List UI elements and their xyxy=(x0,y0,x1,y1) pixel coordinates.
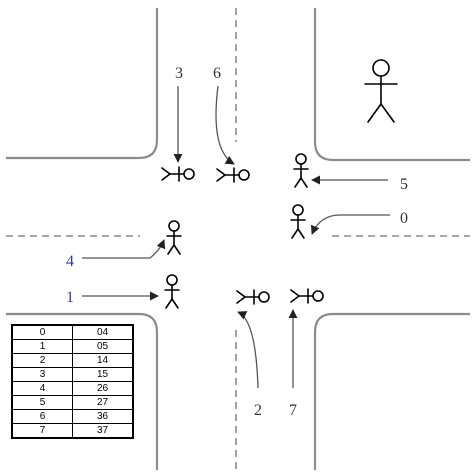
table-cell-code: 37 xyxy=(72,423,134,439)
table-cell-index: 6 xyxy=(11,409,73,424)
road-edge-top-right xyxy=(313,8,470,162)
label-6: 6 xyxy=(213,65,221,82)
pedestrian-0-figure xyxy=(290,204,306,239)
table-cell-index: 2 xyxy=(11,353,73,368)
table-cell-index: 7 xyxy=(11,423,73,439)
label-5: 5 xyxy=(400,176,408,193)
table-cell-code: 27 xyxy=(72,395,134,410)
pedestrian-7-figure xyxy=(290,288,324,304)
label-7: 7 xyxy=(289,402,297,419)
table-cell-index: 5 xyxy=(11,395,73,410)
label-0: 0 xyxy=(400,210,408,227)
pedestrian-5-figure xyxy=(293,153,309,188)
table-cell-code: 36 xyxy=(72,409,134,424)
label-1: 1 xyxy=(66,289,74,306)
table-cell-code: 26 xyxy=(72,381,134,396)
pedestrian-2-figure xyxy=(236,289,270,305)
table-cell-code: 05 xyxy=(72,339,134,354)
table-cell-index: 4 xyxy=(11,381,73,396)
table-cell-index: 0 xyxy=(11,324,73,340)
road-edge-top-left xyxy=(6,8,159,160)
table-cell-code: 04 xyxy=(72,324,134,340)
arrow-0 xyxy=(310,214,390,235)
label-4: 4 xyxy=(66,253,74,270)
large-person-figure xyxy=(364,59,398,123)
table-cell-code: 15 xyxy=(72,367,134,382)
road-edge-bottom-right xyxy=(313,312,470,470)
table-cell-code: 14 xyxy=(72,353,134,368)
arrow-6 xyxy=(215,85,235,165)
pedestrian-6-figure xyxy=(216,167,250,183)
arrow-4 xyxy=(82,239,166,259)
table-cell-index: 1 xyxy=(11,339,73,354)
arrow-2 xyxy=(237,311,259,389)
road-edge-bottom-left xyxy=(6,312,159,470)
pedestrian-1-figure xyxy=(164,274,180,309)
label-3: 3 xyxy=(175,65,183,82)
pedestrian-4-figure xyxy=(166,220,182,255)
pedestrian-3-figure xyxy=(161,166,195,182)
label-2: 2 xyxy=(254,402,262,419)
table-cell-index: 3 xyxy=(11,367,73,382)
